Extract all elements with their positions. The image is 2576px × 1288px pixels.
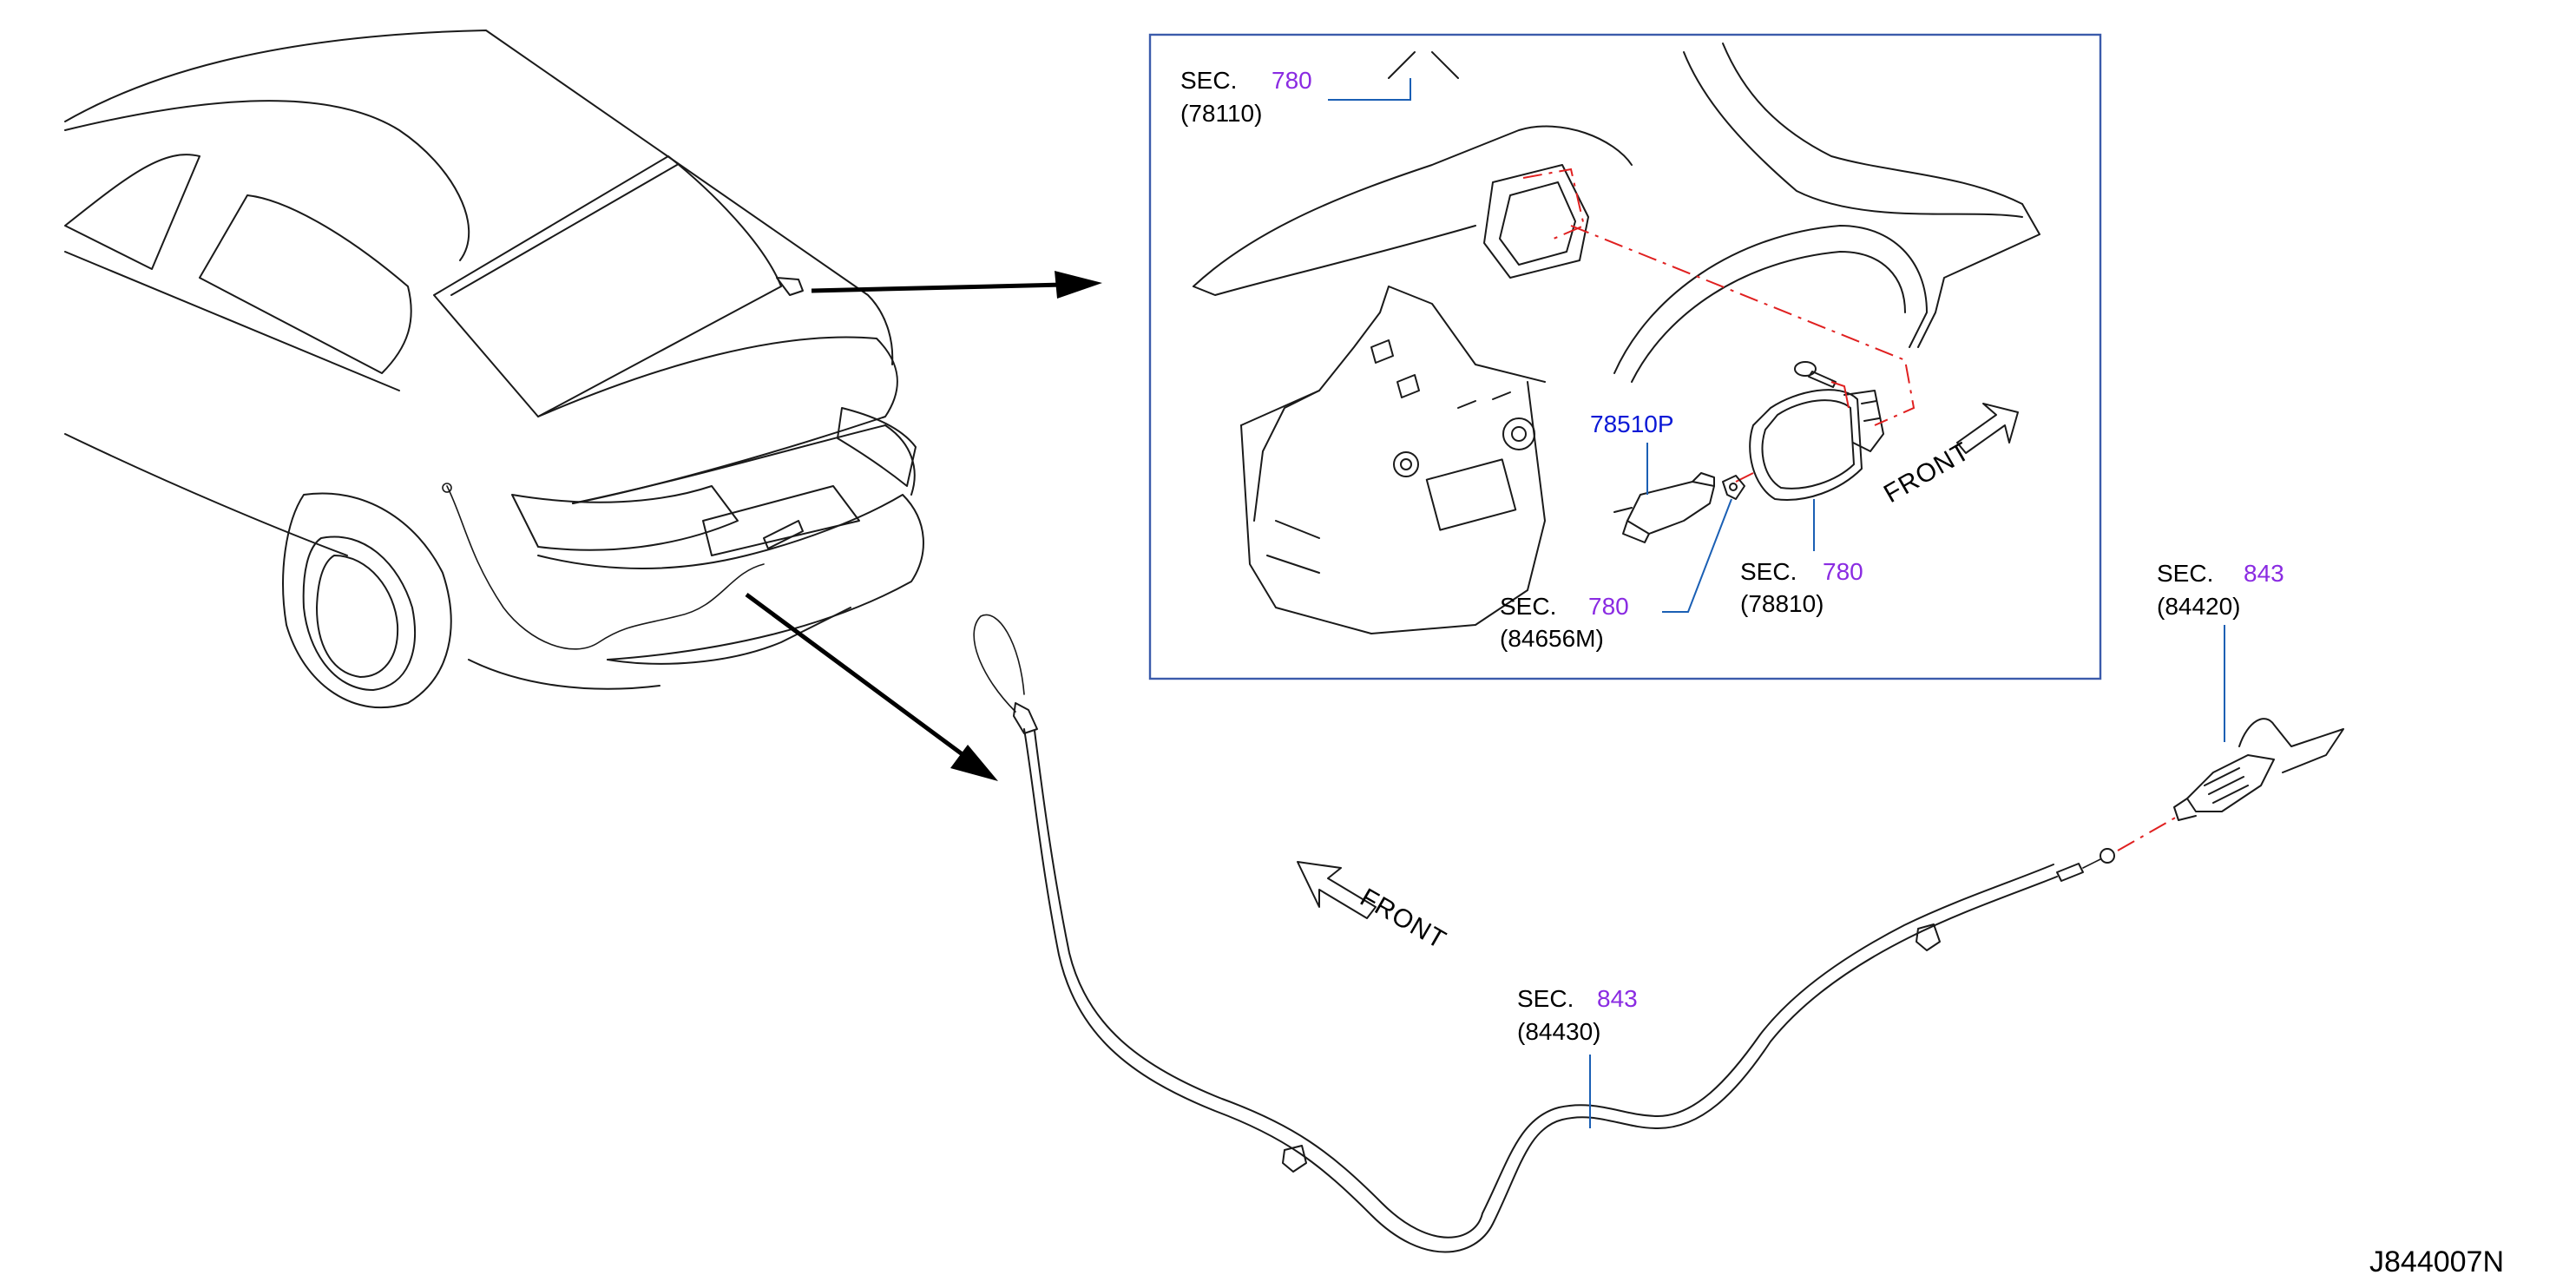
alignment-line-spring xyxy=(1735,472,1754,483)
quarter-panel-illustration xyxy=(1193,43,2040,634)
callout-sec-780-78110: SEC. 780 (78110) xyxy=(1180,67,1411,127)
callout-sec-780-78810: SEC. 780 (78810) xyxy=(1740,499,1863,617)
car-rear-illustration xyxy=(64,30,924,709)
fuel-filler-lid xyxy=(1749,389,1884,501)
callout-part-number: (84420) xyxy=(2157,593,2241,620)
front-label-main: FRONT xyxy=(1356,883,1451,955)
diagram-code: J844007N xyxy=(2369,1245,2504,1278)
lid-opener-actuator xyxy=(1613,472,1715,543)
callout-section-number: 780 xyxy=(1823,558,1863,585)
callout-sec-label: SEC. xyxy=(1500,593,1556,620)
detail-arrow-fuel-door xyxy=(811,271,1102,299)
callout-part-number: (84430) xyxy=(1517,1018,1601,1045)
callout-part-number-highlight: 78510P xyxy=(1590,411,1674,437)
callout-section-number: 780 xyxy=(1272,67,1312,94)
callout-sec-843-84430: SEC. 843 (84430) xyxy=(1517,985,1638,1128)
callout-sec-label: SEC. xyxy=(1180,67,1237,94)
callout-sec-780-84656m: SEC. 780 (84656M) xyxy=(1500,498,1732,652)
callout-section-number: 780 xyxy=(1588,593,1629,620)
callout-sec-843-84420: SEC. 843 (84420) xyxy=(2157,560,2284,742)
alignment-line-screw xyxy=(1830,381,1850,409)
callout-78510p: 78510P xyxy=(1590,411,1674,495)
detail-frame xyxy=(1148,33,2102,680)
screw xyxy=(1794,361,1837,388)
callout-sec-label: SEC. xyxy=(2157,560,2213,587)
callout-section-number: 843 xyxy=(1597,985,1638,1012)
release-cable xyxy=(973,614,2179,1253)
callout-sec-label: SEC. xyxy=(1517,985,1574,1012)
callout-part-number: (84656M) xyxy=(1500,625,1604,652)
release-lever xyxy=(2173,718,2344,821)
callout-part-number: (78110) xyxy=(1180,100,1262,127)
front-label-detail: FRONT xyxy=(1879,437,1975,509)
front-arrow-main xyxy=(1297,861,1377,919)
front-arrow-detail xyxy=(1956,403,2019,454)
callout-section-number: 843 xyxy=(2244,560,2284,587)
callout-part-number: (78810) xyxy=(1740,590,1824,617)
alignment-line-lid xyxy=(1570,225,1916,426)
callout-sec-label: SEC. xyxy=(1740,558,1797,585)
lid-spring xyxy=(1722,475,1745,500)
detail-arrow-release-cable xyxy=(745,592,998,781)
